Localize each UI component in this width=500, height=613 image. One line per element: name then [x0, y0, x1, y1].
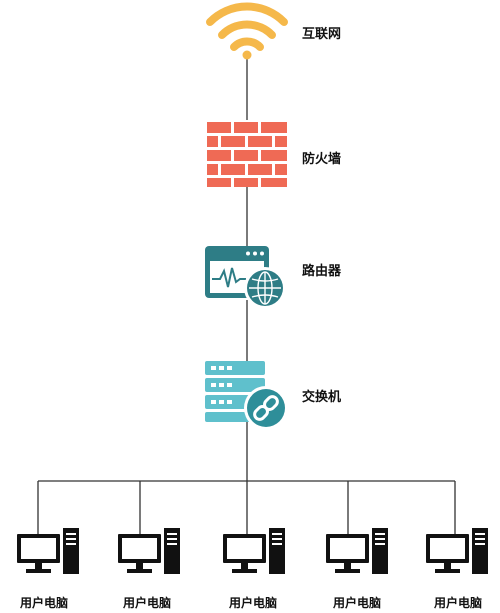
computer-label-1: 用户电脑	[19, 596, 69, 610]
desktop-computer-icon	[17, 528, 79, 574]
desktop-computer-icon	[223, 528, 285, 574]
server-link-icon	[205, 361, 288, 430]
switch-label: 交换机	[302, 390, 342, 405]
desktop-computer-icon	[326, 528, 388, 574]
internet-label: 互联网	[302, 27, 342, 42]
firewall-label: 防火墙	[302, 152, 342, 167]
router-label: 路由器	[302, 264, 342, 279]
computer-label-3: 用户电脑	[228, 596, 278, 610]
desktop-computer-icon	[426, 528, 488, 574]
router-globe-icon	[205, 246, 286, 309]
desktop-computer-icon	[118, 528, 180, 574]
computer-label-5: 用户电脑	[433, 596, 483, 610]
wifi-icon	[206, 2, 288, 60]
brick-wall-icon	[207, 122, 287, 187]
computer-label-2: 用户电脑	[122, 596, 172, 610]
computer-label-4: 用户电脑	[332, 596, 382, 610]
